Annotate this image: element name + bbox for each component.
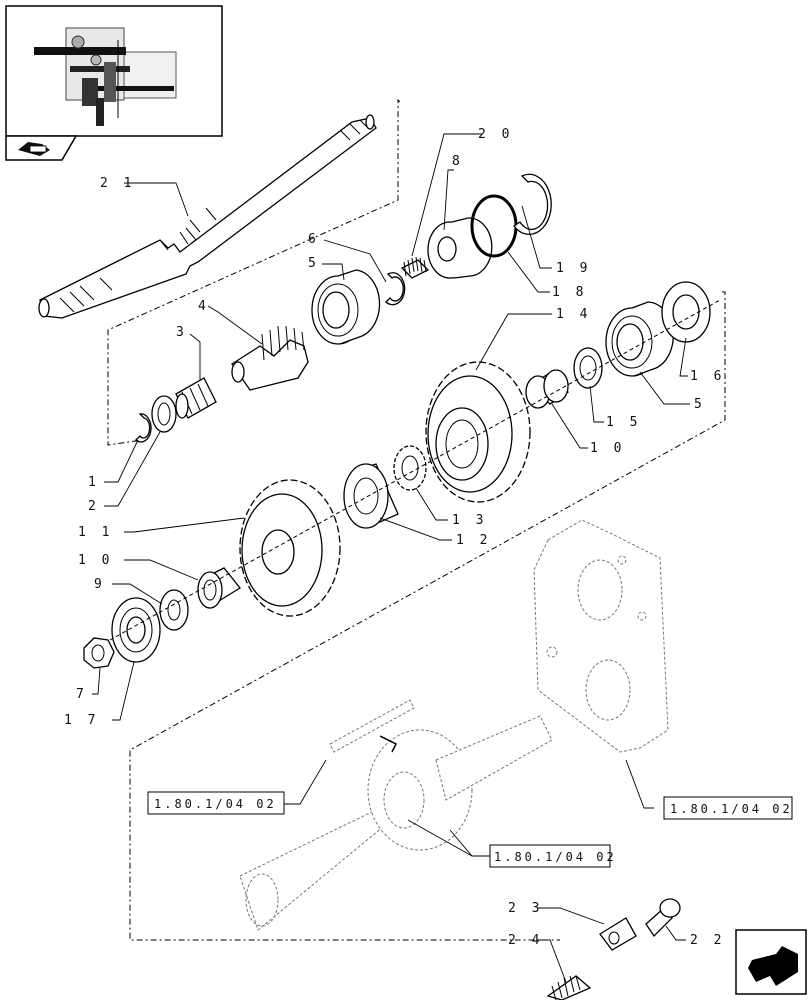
part-4-pinion[interactable] — [231, 325, 309, 391]
callout-24: 2 4 — [508, 933, 543, 948]
ghost-output-shaft — [239, 699, 553, 931]
reference-box-left[interactable]: 1.80.1/04 02 — [147, 791, 285, 815]
alignment-mark — [379, 735, 398, 753]
callout-9: 9 — [94, 577, 106, 592]
next-page-arrow-icon[interactable] — [735, 929, 807, 995]
part-20-spring[interactable] — [400, 256, 430, 279]
callout-15: 1 5 — [606, 415, 641, 430]
part-24-spring[interactable] — [546, 975, 592, 1000]
part-9-washer[interactable] — [159, 589, 189, 631]
part-5-bearing-lower[interactable] — [605, 301, 674, 377]
callout-17: 1 7 — [64, 713, 99, 728]
part-16-bearing[interactable] — [661, 281, 711, 343]
callout-13: 1 3 — [452, 513, 487, 528]
part-3-needle-bearing[interactable] — [175, 377, 217, 419]
callout-7: 7 — [76, 687, 88, 702]
leader-lines — [92, 133, 690, 983]
callout-5-lower: 5 — [694, 397, 706, 412]
part-14-large-gear[interactable] — [425, 361, 531, 503]
part-17-bearing[interactable] — [111, 597, 161, 663]
callout-19: 1 9 — [556, 261, 591, 276]
callout-4: 4 — [198, 299, 210, 314]
reference-center-label: 1.80.1/04 02 — [494, 850, 617, 864]
callout-1: 1 — [88, 475, 100, 490]
callout-11: 1 1 — [78, 525, 113, 540]
callout-2: 2 — [88, 499, 100, 514]
part-1-snap-ring[interactable] — [135, 413, 152, 443]
reference-box-center[interactable]: 1.80.1/04 02 — [489, 844, 617, 868]
callout-3: 3 — [176, 325, 188, 340]
reference-right-label: 1.80.1/04 02 — [670, 802, 793, 816]
part-15-split-ring[interactable] — [573, 347, 603, 389]
callout-23: 2 3 — [508, 901, 543, 916]
part-21-shaft[interactable] — [38, 114, 377, 319]
callout-14: 1 4 — [556, 307, 591, 322]
part-22-bolt[interactable] — [645, 898, 681, 938]
assembly-thumbnail-icon[interactable] — [5, 5, 223, 137]
callout-18: 1 8 — [552, 285, 587, 300]
part-8-cup[interactable] — [427, 217, 493, 279]
callout-6: 6 — [308, 232, 320, 247]
callout-12: 1 2 — [456, 533, 491, 548]
part-10-bushing-upper[interactable] — [525, 369, 570, 409]
callout-5-upper: 5 — [308, 256, 320, 271]
reference-left-label: 1.80.1/04 02 — [154, 797, 277, 811]
callout-8: 8 — [452, 154, 464, 169]
callout-labels: 2 1 2 0 8 6 5 1 9 1 8 4 3 1 4 1 6 5 1 5 … — [64, 127, 725, 948]
reference-box-right[interactable]: 1.80.1/04 02 — [663, 796, 793, 820]
callout-10-upper: 1 0 — [590, 441, 625, 456]
part-6-circlip[interactable] — [385, 272, 406, 306]
part-5-bearing-upper[interactable] — [311, 269, 381, 345]
part-7-nut[interactable] — [83, 637, 115, 669]
callout-21: 2 1 — [100, 176, 135, 191]
ghost-housing — [533, 519, 669, 753]
callout-22: 2 2 — [690, 933, 725, 948]
part-12-sleeve[interactable] — [343, 463, 399, 529]
callout-16: 1 6 — [690, 369, 725, 384]
part-2-washer[interactable] — [151, 395, 177, 433]
callout-20: 2 0 — [478, 127, 513, 142]
part-23-plate[interactable] — [599, 917, 637, 951]
assembly-boundary — [107, 98, 726, 941]
part-11-gear[interactable] — [239, 479, 341, 617]
part-19-snap-ring[interactable] — [513, 173, 552, 235]
callout-10-lower: 1 0 — [78, 553, 113, 568]
part-13-small-gear[interactable] — [393, 445, 427, 491]
tractor-section-icon[interactable] — [5, 135, 78, 161]
